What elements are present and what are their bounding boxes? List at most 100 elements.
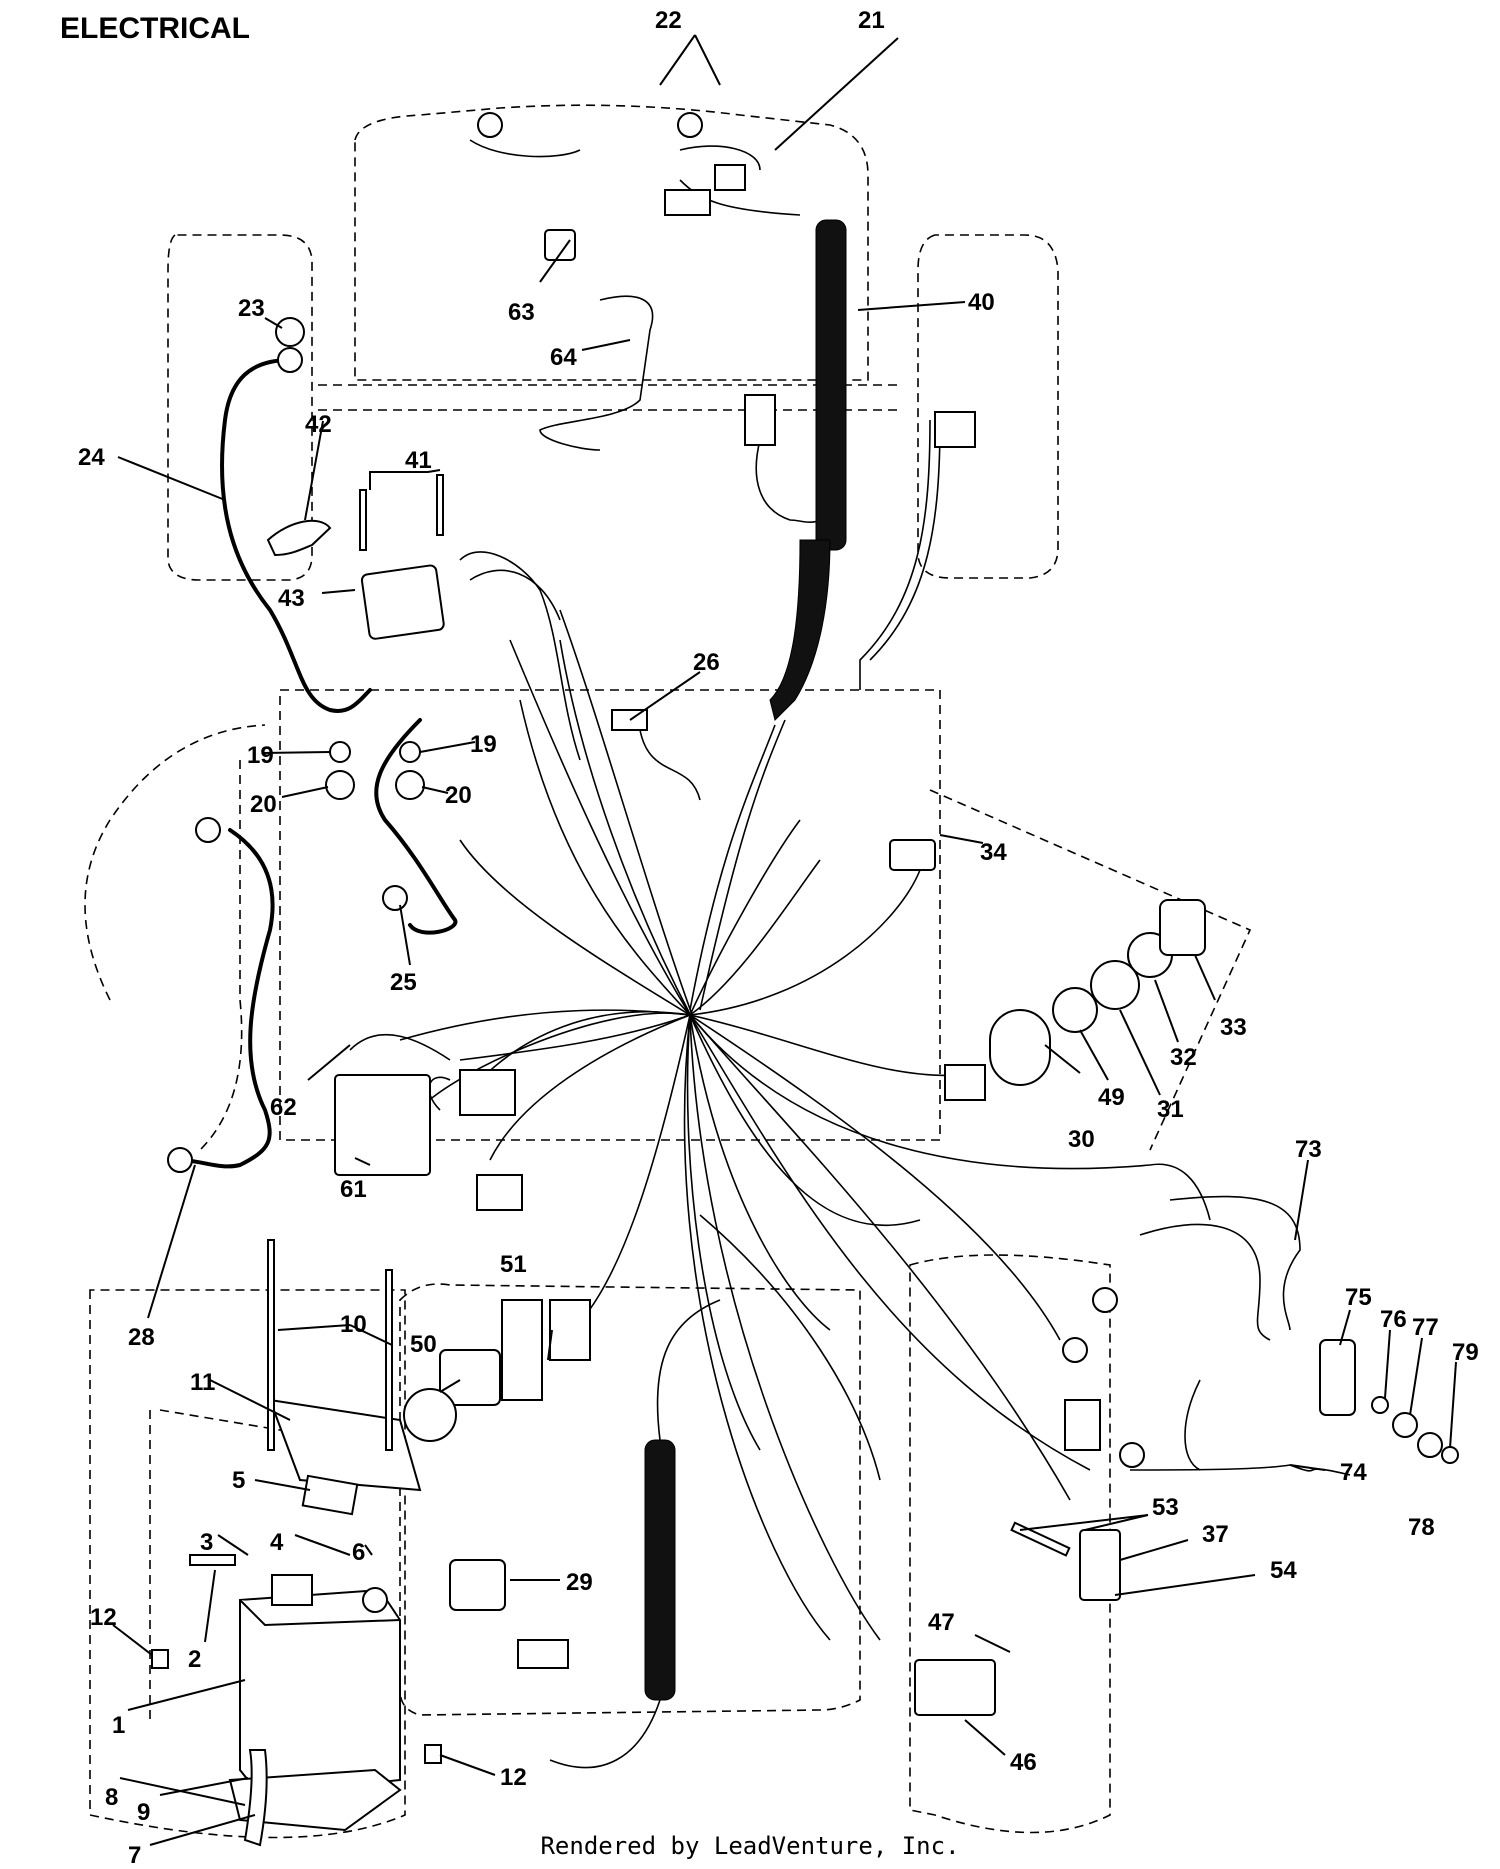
callout-51: 51 [500,1251,527,1278]
connector-lower-right [1064,1399,1101,1451]
terminal-28-top [195,817,221,843]
conduit-40 [689,219,847,1011]
callout-40: 40 [968,289,995,316]
callout-4: 4 [270,1529,284,1556]
callout-54: 54 [1270,1557,1297,1584]
callout-75: 75 [1345,1284,1372,1311]
callout-32: 32 [1170,1044,1197,1071]
battery-bracket-11 [268,1398,422,1492]
switch-51 [501,1299,543,1401]
callout-9: 9 [137,1799,150,1826]
wire-harness [349,139,1351,1641]
washer-31 [1090,960,1140,1010]
callout-20a: 20 [250,791,277,818]
washer-76 [1371,1396,1389,1414]
pad-5 [301,1474,359,1516]
connector-mid [744,394,776,446]
connector-top-2 [714,164,746,191]
callout-12b: 12 [500,1764,527,1791]
module-61 [334,1074,431,1176]
callout-6: 6 [352,1539,365,1566]
nut-20b [395,770,425,800]
callout-77: 77 [1412,1314,1439,1341]
bolt-41b [436,474,444,536]
switch-50 [439,1349,501,1406]
callout-1: 1 [112,1712,125,1739]
conduit-lower [549,1299,721,1769]
callout-63: 63 [508,299,535,326]
terminal-28-bottom [167,1147,193,1173]
footer-credit: Rendered by LeadVenture, Inc. [540,1832,960,1860]
callout-5: 5 [232,1467,245,1494]
terminal-73 [1092,1287,1118,1313]
washer-19b [399,741,421,763]
callout-19a: 19 [247,742,274,769]
connector-left [476,1174,523,1211]
nut-12b [424,1744,442,1764]
connector-62 [459,1069,516,1116]
callout-28: 28 [128,1324,155,1351]
callout-46: 46 [1010,1749,1037,1776]
connector-right [934,411,976,448]
switch-75 [1319,1339,1356,1416]
callout-62: 62 [270,1094,297,1121]
callout-20b: 20 [445,782,472,809]
bolt-53 [1010,1521,1071,1557]
bolt-2 [189,1554,236,1566]
connector-30 [944,1064,986,1101]
terminal-23 [275,317,305,347]
callout-10: 10 [340,1311,367,1338]
callout-25: 25 [390,969,417,996]
washer-19a [329,741,351,763]
callout-3: 3 [200,1529,213,1556]
callout-34: 34 [980,839,1007,866]
callout-29: 29 [566,1569,593,1596]
callout-8: 8 [105,1784,118,1811]
callout-24: 24 [78,444,105,471]
nut-49 [1052,987,1098,1033]
callout-7: 7 [128,1842,141,1869]
tractor-outline [84,104,1252,1839]
callout-numbers: 22 21 23 42 24 41 43 63 64 40 26 19 20 1… [78,7,1479,1869]
callout-21: 21 [858,7,885,34]
washer-77 [1392,1412,1418,1438]
callout-11: 11 [190,1369,215,1396]
callout-78: 78 [1408,1514,1435,1541]
diagram-title: ELECTRICAL [60,12,250,45]
terminal-mid-right [1062,1337,1088,1363]
connector-29 [517,1639,569,1669]
callout-50: 50 [410,1331,437,1358]
boot-42 [266,519,332,557]
terminal-24 [277,347,303,373]
solenoid-43 [360,564,445,640]
callout-37: 37 [1202,1521,1229,1548]
connector-top [664,189,711,216]
callout-43: 43 [278,585,305,612]
connector-51 [549,1299,591,1361]
rod-10a [267,1239,275,1451]
terminal-25 [382,885,408,911]
washer-79 [1441,1446,1459,1464]
callout-76: 76 [1380,1306,1407,1333]
nut-12a [151,1649,169,1669]
callout-2: 2 [188,1646,201,1673]
callout-12a: 12 [90,1604,117,1631]
terminal-74 [1119,1442,1145,1468]
bracket-37 [1079,1529,1121,1601]
callout-61: 61 [340,1176,367,1203]
bulb-22a [477,112,503,138]
callout-53: 53 [1152,1494,1179,1521]
battery-tray-8 [228,1768,402,1832]
rod-10b [385,1269,393,1451]
callout-49: 49 [1098,1084,1125,1111]
key-33 [1159,899,1206,956]
ignition-switch-30 [989,1009,1051,1086]
callout-33: 33 [1220,1014,1247,1041]
bolt-41a [359,489,367,551]
callout-23: 23 [238,295,265,322]
callout-79: 79 [1452,1339,1479,1366]
battery-1 [239,1574,401,1797]
drain-hose-7 [243,1749,268,1847]
knob-50 [403,1388,457,1442]
